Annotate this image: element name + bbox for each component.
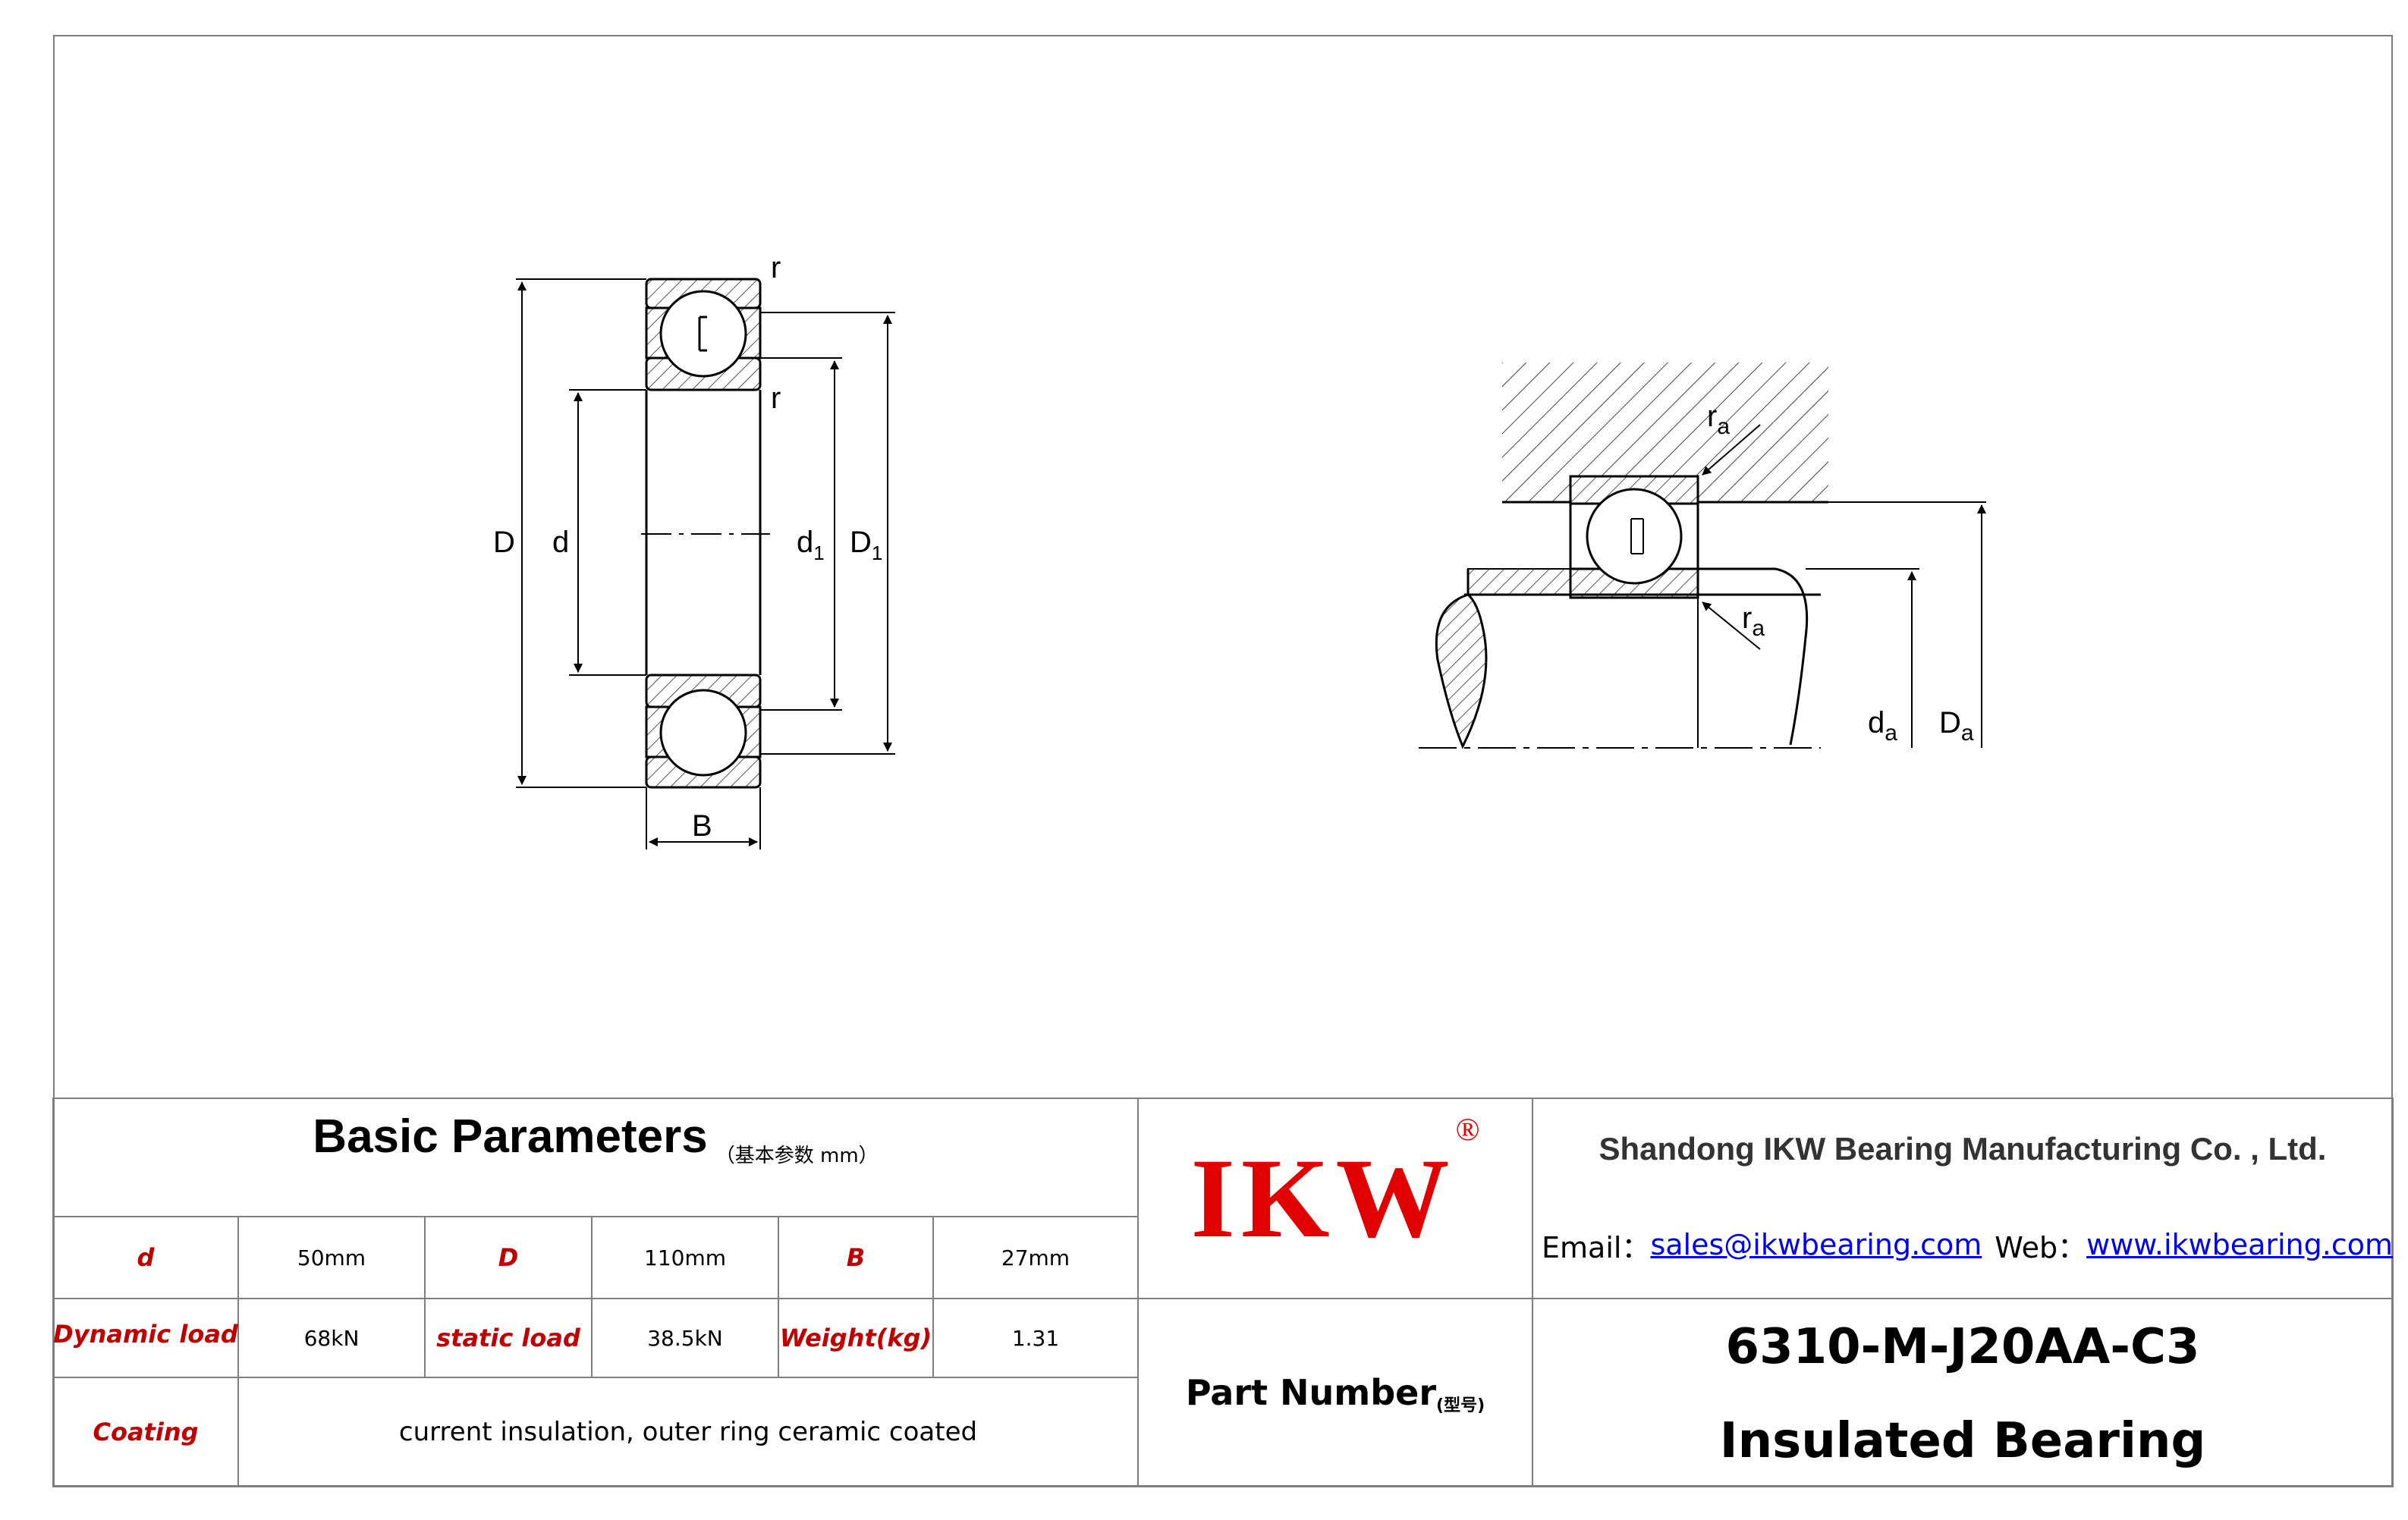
part-number: 6310-M-J20AA-C3 (1725, 1319, 2200, 1375)
label-r-outer: r (771, 251, 781, 284)
ikw-logo: IKW ® (1138, 1098, 1533, 1299)
param-label-D: D (498, 1243, 519, 1272)
logo-text: IKW (1190, 1135, 1456, 1261)
email-label: Email： (1542, 1230, 1651, 1264)
param-label-dynamic-load: Dynamic load (53, 1320, 238, 1349)
label-d: d (552, 526, 569, 559)
label-da: da (1868, 706, 1897, 746)
registered-mark: ® (1455, 1113, 1480, 1148)
label-D1: D1 (850, 526, 882, 564)
label-d1: d1 (797, 526, 825, 564)
label-B: B (692, 809, 712, 843)
part-number-label-cell: Part Number (型号) (1138, 1299, 1533, 1487)
web-label: Web： (1995, 1230, 2087, 1264)
param-value-dynamic-load: 68kN (303, 1325, 360, 1351)
param-label-static-load: static load (436, 1324, 580, 1352)
title-block-grid (52, 1098, 2394, 1487)
param-value-B: 27mm (1001, 1245, 1070, 1270)
param-value-d: 50mm (297, 1245, 366, 1270)
param-label-coating: Coating (93, 1418, 199, 1446)
param-label-weight: Weight(kg) (779, 1324, 932, 1352)
label-ra-bottom: ra (1742, 601, 1765, 641)
mounting-view (1419, 363, 1986, 749)
company-contact: Email： sales@ikwbearing.com Web： www.ikw… (1533, 1211, 2393, 1279)
web-link[interactable]: www.ikwbearing.com (2086, 1228, 2393, 1261)
label-Da: Da (1939, 706, 1974, 746)
param-label-B: B (846, 1243, 866, 1272)
label-ra-top: ra (1707, 400, 1730, 439)
param-value-static-load: 38.5kN (647, 1325, 723, 1351)
bearing-section-view (516, 278, 895, 850)
basic-parameters-title: Basic Parameters (313, 1110, 708, 1163)
right-dimension-labels: ra ra da Da (1707, 400, 1974, 746)
label-r-inner: r (771, 382, 781, 415)
label-D: D (493, 526, 515, 559)
part-number-label-sub: (型号) (1436, 1396, 1485, 1415)
param-label-d: d (137, 1243, 155, 1272)
left-dimension-labels: D d d1 D1 B r r (493, 251, 882, 843)
param-value-D: 110mm (644, 1245, 726, 1270)
email-link[interactable]: sales@ikwbearing.com (1650, 1228, 1982, 1261)
company-name: Shandong IKW Bearing Manufacturing Co. ,… (1599, 1131, 2327, 1167)
bearing-type: Insulated Bearing (1719, 1413, 2206, 1469)
basic-parameters-subtitle: （基本参数 mm） (715, 1145, 879, 1167)
param-value-coating: current insulation, outer ring ceramic c… (398, 1417, 978, 1447)
param-value-weight: 1.31 (1011, 1325, 1060, 1351)
part-number-label: Part Number (1185, 1372, 1437, 1413)
basic-parameters-header: Basic Parameters （基本参数 mm） (53, 1098, 1138, 1174)
